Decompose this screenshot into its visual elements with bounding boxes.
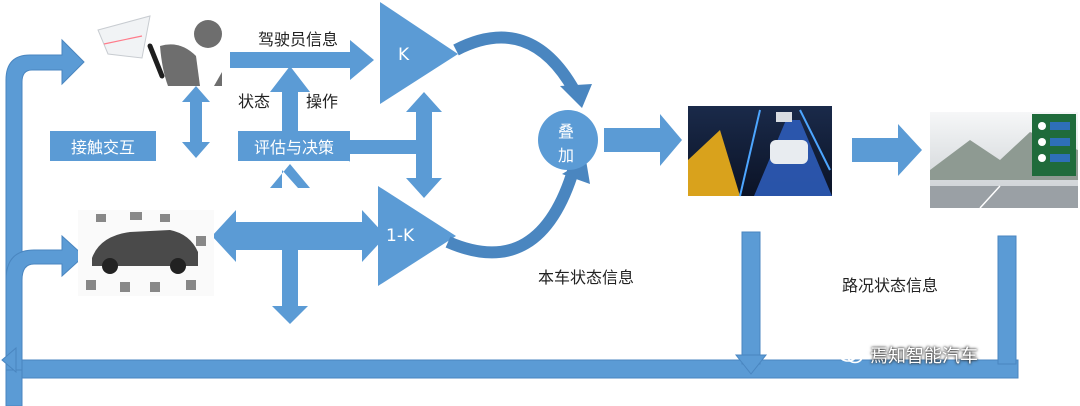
arrows-middle — [212, 92, 442, 324]
gain-triangles — [378, 2, 458, 286]
vehicle-sensors-icon — [78, 210, 214, 296]
curve-top-head — [560, 84, 592, 108]
overlay-label-2: 加 — [558, 146, 575, 165]
curve-top — [453, 31, 580, 93]
curve-arrows — [445, 31, 580, 259]
feedback-loop — [1, 38, 1019, 406]
cross-arrow — [212, 164, 386, 324]
arrows-top — [182, 40, 374, 158]
evaluate-decide-box: 评估与决策 — [238, 131, 350, 161]
state-label: 状态 — [238, 92, 271, 111]
one-minus-k-label: 1-K — [386, 226, 415, 246]
drop-ar-head — [734, 354, 768, 375]
driver-icon — [97, 15, 222, 86]
arrow-state-up — [270, 66, 310, 140]
vehicle-state-info-label: 本车状态信息 — [538, 268, 635, 287]
road-state-info-label: 路况状态信息 — [842, 276, 939, 295]
arrow-driver-info — [230, 40, 374, 80]
drop-ar — [741, 231, 761, 365]
overlay-label-1: 叠 — [558, 122, 575, 141]
k-triangle — [380, 2, 458, 104]
left-arrow-head — [1, 346, 17, 374]
operation-label: 操作 — [306, 92, 339, 111]
one-minus-k-triangle — [378, 186, 456, 286]
arrow-evaluate-k — [338, 92, 442, 198]
drop-road — [997, 235, 1017, 365]
wechat-icon — [838, 346, 863, 364]
overlay-circle — [538, 110, 598, 170]
curve-bottom — [445, 166, 580, 259]
highway-sign-icon — [930, 112, 1078, 209]
arrow-to-ar — [604, 114, 682, 166]
k-label: K — [398, 45, 410, 65]
touch-interaction-box: 接触交互 — [50, 131, 156, 161]
loop-to-car — [5, 234, 85, 371]
watermark-text: 焉知智能汽车 — [870, 346, 978, 367]
watermark: 焉知智能汽车 — [838, 342, 978, 368]
arrow-to-road — [852, 124, 922, 176]
driver-info-label: 驾驶员信息 — [258, 30, 339, 49]
ar-view-icon — [688, 106, 832, 197]
arrow-touch-interaction — [182, 86, 210, 158]
